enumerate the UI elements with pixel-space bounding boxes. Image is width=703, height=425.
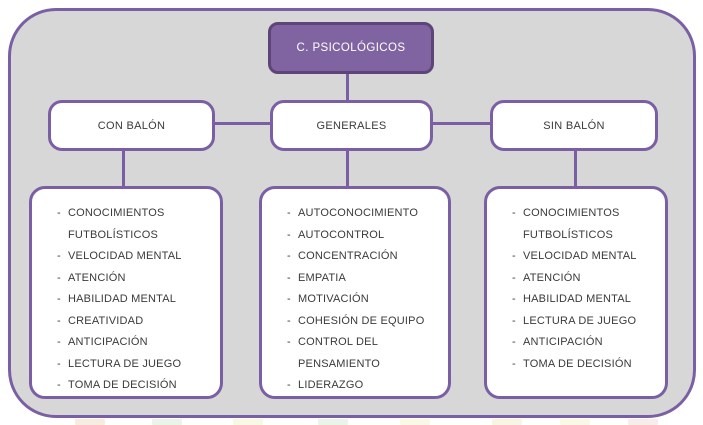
list-item-label: ANTICIPACIÓN (68, 336, 148, 348)
list-item-label: ANTICIPACIÓN (523, 336, 603, 348)
list-item: - HABILIDAD MENTAL (512, 289, 657, 311)
list-item: - LIDERAZGO (287, 375, 440, 397)
list-item-label: CREATIVIDAD (68, 314, 144, 327)
watermark-fragment (560, 419, 590, 425)
root-node-psicologicos: C. PSICOLÓGICOS (268, 22, 434, 74)
list-item: - COHESIÓN DE EQUIPO (287, 311, 440, 333)
list-item-label: LECTURA DE JUEGO (68, 357, 182, 370)
list-item-label: MOTIVACIÓN (298, 293, 369, 305)
list-item: - AUTOCONTROL (287, 225, 440, 247)
list-item: - EMPATIA (287, 268, 440, 290)
dash-marker: - (512, 314, 516, 327)
list-item-label: CONTROL DEL PENSAMIENTO (298, 336, 381, 370)
list-item: - CONTROL DEL PENSAMIENTO (287, 332, 440, 375)
list-item: - LECTURA DE JUEGO (512, 311, 657, 333)
list-item-label: LECTURA DE JUEGO (523, 314, 637, 327)
list-item: - HABILIDAD MENTAL (57, 289, 212, 311)
dash-marker: - (287, 379, 291, 391)
list-item: - LECTURA DE JUEGO (57, 354, 212, 376)
list-item: - ATENCIÓN (512, 268, 657, 290)
list-item: - ANTICIPACIÓN (57, 332, 212, 354)
watermark-fragment (400, 419, 430, 425)
dash-marker: - (57, 250, 61, 262)
list-item-label: HABILIDAD MENTAL (523, 293, 632, 305)
connector-generales-sinbalon (432, 122, 491, 125)
list-item: - AUTOCONOCIMIENTO (287, 203, 440, 225)
dash-marker: - (287, 336, 291, 348)
dash-marker: - (512, 336, 516, 348)
dash-marker: - (57, 336, 61, 348)
list-item-label: AUTOCONTROL (298, 228, 385, 241)
root-node-label: C. PSICOLÓGICOS (296, 42, 406, 54)
dash-marker: - (287, 250, 291, 262)
list-item-label: TOMA DE DECISIÓN (523, 357, 632, 370)
list-item-label: ATENCIÓN (68, 271, 126, 284)
item-list: - CONOCIMIENTOS FUTBOLÍSTICOS - VELOCIDA… (512, 203, 657, 375)
branch-list-sin-balon: - CONOCIMIENTOS FUTBOLÍSTICOS - VELOCIDA… (484, 186, 668, 399)
watermark-fragment (318, 419, 348, 425)
dash-marker: - (57, 357, 61, 370)
list-item-label: COHESIÓN DE EQUIPO (298, 314, 425, 327)
item-list: - AUTOCONOCIMIENTO - AUTOCONTROL - CONCE… (287, 203, 440, 397)
list-item-label: EMPATIA (298, 271, 347, 284)
dash-marker: - (287, 314, 291, 327)
list-item: - CREATIVIDAD (57, 311, 212, 333)
dash-marker: - (512, 271, 516, 284)
connector-generales-to-list (346, 150, 349, 187)
dash-marker: - (512, 250, 516, 262)
branch-node-sin-balon: SIN BALÓN (490, 100, 658, 151)
item-list: - CONOCIMIENTOS FUTBOLÍSTICOS - VELOCIDA… (57, 203, 212, 397)
dash-marker: - (287, 228, 291, 241)
branch-node-label: CON BALÓN (97, 119, 166, 132)
branch-list-generales: - AUTOCONOCIMIENTO - AUTOCONTROL - CONCE… (259, 186, 451, 399)
dash-marker: - (512, 357, 516, 370)
list-item: - VELOCIDAD MENTAL (57, 246, 212, 268)
dash-marker: - (57, 271, 61, 284)
list-item-label: CONCENTRACIÓN (298, 250, 398, 262)
list-item: - ANTICIPACIÓN (512, 332, 657, 354)
connector-root-to-generales (346, 73, 349, 100)
dash-marker: - (57, 207, 61, 219)
watermark-fragment (152, 419, 182, 425)
list-item: - TOMA DE DECISIÓN (512, 354, 657, 376)
list-item-label: ATENCIÓN (523, 271, 581, 284)
branch-list-con-balon: - CONOCIMIENTOS FUTBOLÍSTICOS - VELOCIDA… (29, 186, 223, 399)
dash-marker: - (57, 314, 61, 327)
connector-conbalon-to-list (122, 150, 125, 187)
dash-marker: - (57, 379, 61, 391)
dash-marker: - (512, 207, 516, 219)
list-item: - TOMA DE DECISIÓN (57, 375, 212, 397)
list-item: - VELOCIDAD MENTAL (512, 246, 657, 268)
list-item-label: HABILIDAD MENTAL (68, 293, 177, 305)
list-item-label: VELOCIDAD MENTAL (523, 250, 637, 262)
watermark-fragment (628, 419, 658, 425)
list-item-label: AUTOCONOCIMIENTO (298, 207, 419, 219)
list-item-label: VELOCIDAD MENTAL (68, 250, 182, 262)
watermark-fragment (233, 419, 263, 425)
list-item: - MOTIVACIÓN (287, 289, 440, 311)
watermark-row (0, 419, 703, 425)
watermark-fragment (492, 419, 522, 425)
list-item: - CONOCIMIENTOS FUTBOLÍSTICOS (57, 203, 212, 246)
dash-marker: - (287, 207, 291, 219)
branch-node-label: SIN BALÓN (543, 119, 605, 132)
connector-sinbalon-to-list (574, 150, 577, 187)
dash-marker: - (512, 293, 516, 305)
branch-node-generales: GENERALES (270, 100, 433, 151)
list-item: - ATENCIÓN (57, 268, 212, 290)
dash-marker: - (287, 271, 291, 284)
list-item-label: CONOCIMIENTOS FUTBOLÍSTICOS (68, 207, 165, 241)
list-item-label: TOMA DE DECISIÓN (68, 379, 177, 391)
list-item: - CONOCIMIENTOS FUTBOLÍSTICOS (512, 203, 657, 246)
dash-marker: - (287, 293, 291, 305)
list-item-label: CONOCIMIENTOS FUTBOLÍSTICOS (523, 207, 620, 241)
branch-node-con-balon: CON BALÓN (48, 100, 215, 151)
list-item: - CONCENTRACIÓN (287, 246, 440, 268)
connector-conbalon-generales (214, 122, 271, 125)
list-item-label: LIDERAZGO (298, 379, 364, 391)
branch-node-label: GENERALES (316, 119, 387, 132)
watermark-fragment (75, 419, 105, 425)
dash-marker: - (57, 293, 61, 305)
